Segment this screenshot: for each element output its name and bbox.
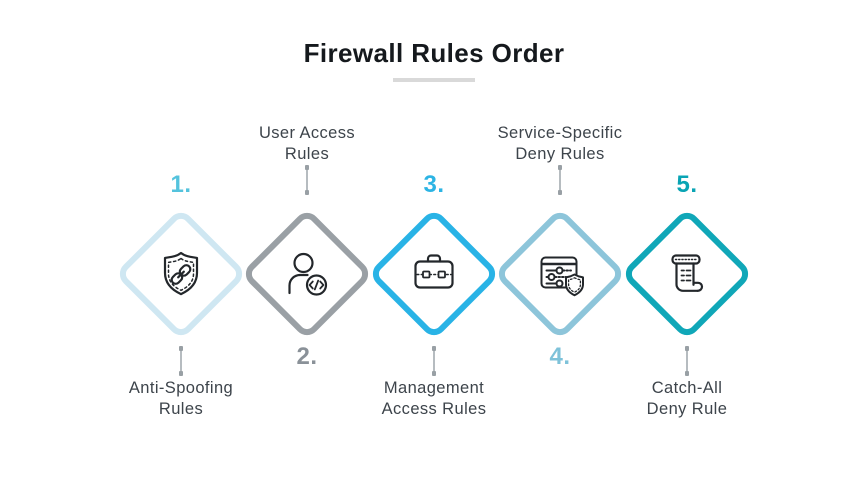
step-label-line2: Deny Rule (646, 399, 728, 418)
step-label: Anti-Spoofing Rules (81, 378, 281, 419)
step-label: Catch-All Deny Rule (587, 378, 787, 419)
step-label-line1: Catch-All (651, 379, 723, 397)
step-label-line2: Rules (158, 399, 204, 418)
firewall-step-1: 1. Anti-Spoofing Rules (91, 110, 271, 445)
step-number: 2. (296, 343, 318, 370)
shield-link-icon (151, 244, 211, 304)
connector-pin (432, 346, 436, 376)
step-label-line1: Management (383, 379, 485, 397)
firewall-step-5: 5. Catch-All Deny Rule (597, 110, 777, 445)
step-label: User Access Rules (207, 118, 407, 164)
title-underline (393, 78, 475, 82)
scroll-list-icon (657, 244, 717, 304)
firewall-step-2: User Access Rules 2. (217, 110, 397, 445)
step-number: 1. (170, 171, 192, 198)
step-label-line1: Anti-Spoofing (128, 379, 234, 397)
connector-pin (305, 165, 309, 195)
step-number: 5. (676, 171, 698, 198)
step-label: Service-Specific Deny Rules (460, 118, 660, 164)
briefcase-icon (404, 244, 464, 304)
firewall-step-4: Service-Specific Deny Rules 4. (470, 110, 650, 445)
step-label: Management Access Rules (334, 378, 534, 419)
step-label-line1: Service-Specific (497, 124, 623, 142)
step-number: 4. (549, 343, 571, 370)
user-code-icon (277, 244, 337, 304)
page-title: Firewall Rules Order (303, 38, 565, 68)
connector-pin (558, 165, 562, 195)
sliders-shield-icon (530, 244, 590, 304)
connector-pin (685, 346, 689, 376)
step-number: 3. (423, 171, 445, 198)
step-label-line2: Access Rules (381, 399, 487, 418)
firewall-step-3: 3. Management Access Rules (344, 110, 524, 445)
step-label-line2: Deny Rules (515, 144, 605, 163)
connector-pin (179, 346, 183, 376)
step-label-line1: User Access (258, 124, 356, 142)
step-label-line2: Rules (284, 144, 330, 163)
